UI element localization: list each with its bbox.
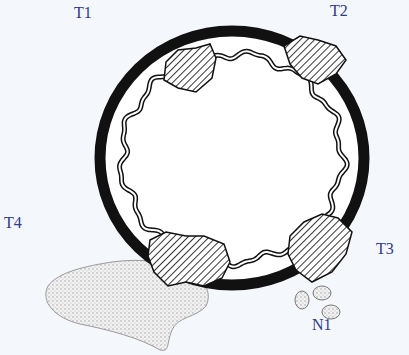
lymph-node xyxy=(313,286,331,300)
tumor-t2 xyxy=(284,36,346,84)
tumor-t4 xyxy=(148,232,230,286)
stage-label: T3 xyxy=(376,240,394,258)
tumor-t3 xyxy=(288,214,352,282)
stage-label: T2 xyxy=(330,2,348,20)
outer-wall xyxy=(100,31,364,285)
lymph-node xyxy=(295,291,309,309)
stage-label: N1 xyxy=(312,316,332,334)
tumor-t1 xyxy=(164,44,216,92)
stage-label: T4 xyxy=(4,214,22,232)
stage-label: T1 xyxy=(74,4,92,22)
